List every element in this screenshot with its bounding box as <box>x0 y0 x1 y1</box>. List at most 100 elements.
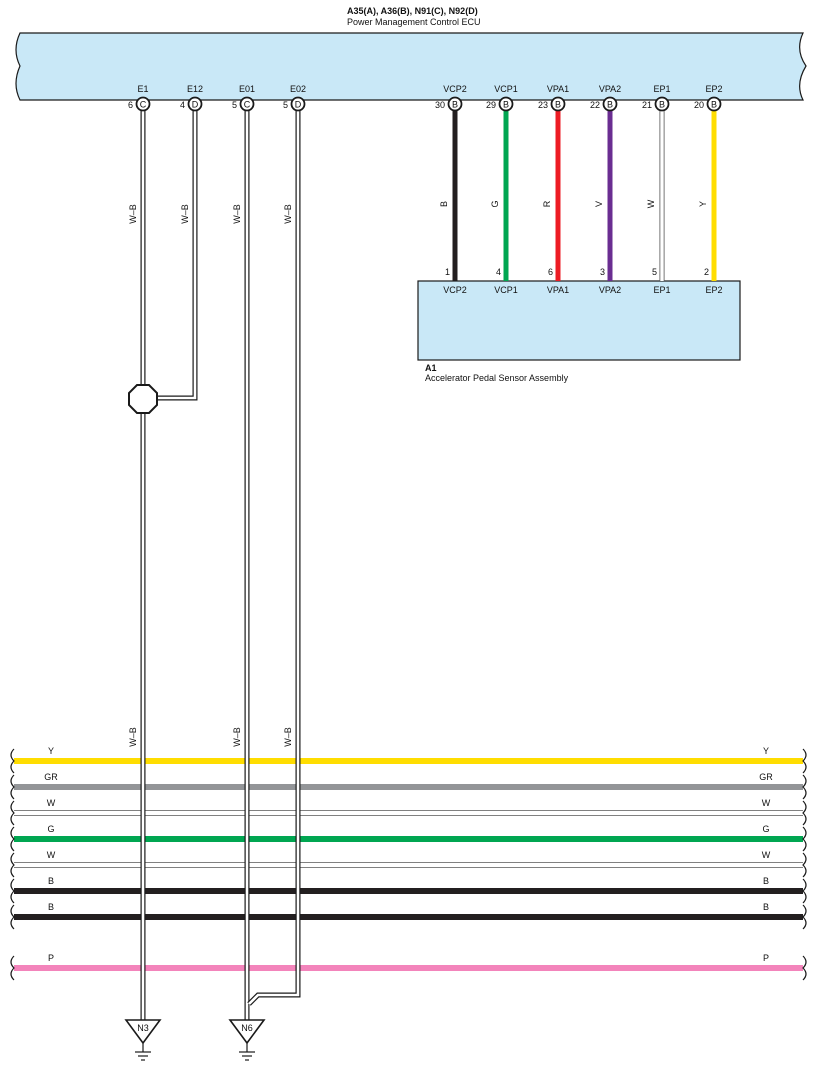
connector-letter: B <box>452 100 458 110</box>
sensor-name: Accelerator Pedal Sensor Assembly <box>425 373 569 383</box>
wire-color-label: Y <box>698 201 708 207</box>
wire-color-label: R <box>542 200 552 207</box>
wire-color-label-e02-lower: W–B <box>283 727 293 747</box>
terminal-label: E01 <box>239 84 255 94</box>
ecu-pin-number: 22 <box>590 100 600 110</box>
harness-label-right: Y <box>763 746 769 756</box>
sensor-terminal-label: VCP2 <box>443 285 467 295</box>
break-mark-right <box>802 748 807 774</box>
break-mark-left <box>10 852 15 878</box>
ground-symbol-n6: N6 <box>228 1019 266 1061</box>
sensor-terminal-label: VCP1 <box>494 285 518 295</box>
connector-circle <box>239 96 255 112</box>
pin-number: 4 <box>180 100 185 110</box>
connector-letter: C <box>140 100 147 110</box>
connector-letter: B <box>555 100 561 110</box>
ecu-pin-e02: E02 5 D <box>283 84 306 112</box>
ground-wire-e02 <box>247 110 301 1006</box>
wire-color-label: B <box>439 201 449 207</box>
ground-wire-overlay <box>140 745 301 975</box>
harness-label-left: GR <box>44 772 58 782</box>
break-mark-right <box>802 800 807 826</box>
ecu-pin-e01: E01 5 C <box>232 84 255 112</box>
connector-letter: D <box>192 100 199 110</box>
connector-circle <box>602 96 618 112</box>
sensor-terminal-label: EP2 <box>705 285 722 295</box>
connector-letter: D <box>295 100 302 110</box>
ground-triangle <box>228 1019 266 1045</box>
connector-circle <box>290 96 306 112</box>
wire-color-label-e02: W–B <box>283 204 293 224</box>
connector-circle <box>187 96 203 112</box>
sensor-terminal-label: EP1 <box>653 285 670 295</box>
pin-number: 6 <box>128 100 133 110</box>
harness-label-right: B <box>763 902 769 912</box>
wire-color-label-e01: W–B <box>232 204 242 224</box>
pin-number: 5 <box>283 100 288 110</box>
ecu-connectors-title: A35(A), A36(B), N91(C), N92(D) <box>347 6 478 16</box>
ecu-name: Power Management Control ECU <box>347 17 481 27</box>
connector-letter: C <box>244 100 251 110</box>
ecu-pin-number: 21 <box>642 100 652 110</box>
harness-label-right: B <box>763 876 769 886</box>
sensor-pin-number: 5 <box>652 267 657 277</box>
splice-junction <box>128 384 158 414</box>
sensor-terminal-label: VPA1 <box>547 285 569 295</box>
harness-label-left: P <box>48 953 54 963</box>
connector-circle <box>654 96 670 112</box>
break-mark-left <box>10 800 15 826</box>
break-mark-right <box>802 774 807 800</box>
harness-label-left: W <box>47 850 56 860</box>
wire-color-label: V <box>594 201 604 207</box>
break-mark-left <box>10 955 15 981</box>
harness-label-right: GR <box>759 772 773 782</box>
ecu-pin-e12: E12 4 D <box>180 84 203 112</box>
connector-letter: B <box>711 100 717 110</box>
break-mark-right <box>802 955 807 981</box>
ecu-terminal-label: VCP2 <box>443 84 467 94</box>
sensor-pin-number: 3 <box>600 267 605 277</box>
harness-label-right: W <box>762 798 771 808</box>
terminal-label: E1 <box>137 84 148 94</box>
ecu-pin-number: 29 <box>486 100 496 110</box>
harness-label-left: G <box>47 824 54 834</box>
harness-label-right: W <box>762 850 771 860</box>
wire-color-label-e12: W–B <box>180 204 190 224</box>
connector-letter: B <box>503 100 509 110</box>
harness-label-right: G <box>762 824 769 834</box>
break-mark-left <box>10 826 15 852</box>
terminal-label: E12 <box>187 84 203 94</box>
pin-number: 5 <box>232 100 237 110</box>
harness-label-left: Y <box>48 746 54 756</box>
sensor-pin-number: 4 <box>496 267 501 277</box>
wire-color-label: W <box>646 199 656 208</box>
break-mark-left <box>10 774 15 800</box>
ecu-terminal-label: VPA1 <box>547 84 569 94</box>
connector-letter: B <box>607 100 613 110</box>
harness-label-right: P <box>763 953 769 963</box>
break-mark-right <box>802 852 807 878</box>
wire-color-label: G <box>490 200 500 207</box>
ecu-terminal-label: VPA2 <box>599 84 621 94</box>
terminal-label: E02 <box>290 84 306 94</box>
ecu-pin-e1: E1 6 C <box>128 84 151 112</box>
ecu-box <box>15 32 807 101</box>
wire-color-label-e1: W–B <box>128 204 138 224</box>
ground-label: N6 <box>241 1023 253 1033</box>
connector-circle <box>447 96 463 112</box>
harness-label-left: B <box>48 876 54 886</box>
